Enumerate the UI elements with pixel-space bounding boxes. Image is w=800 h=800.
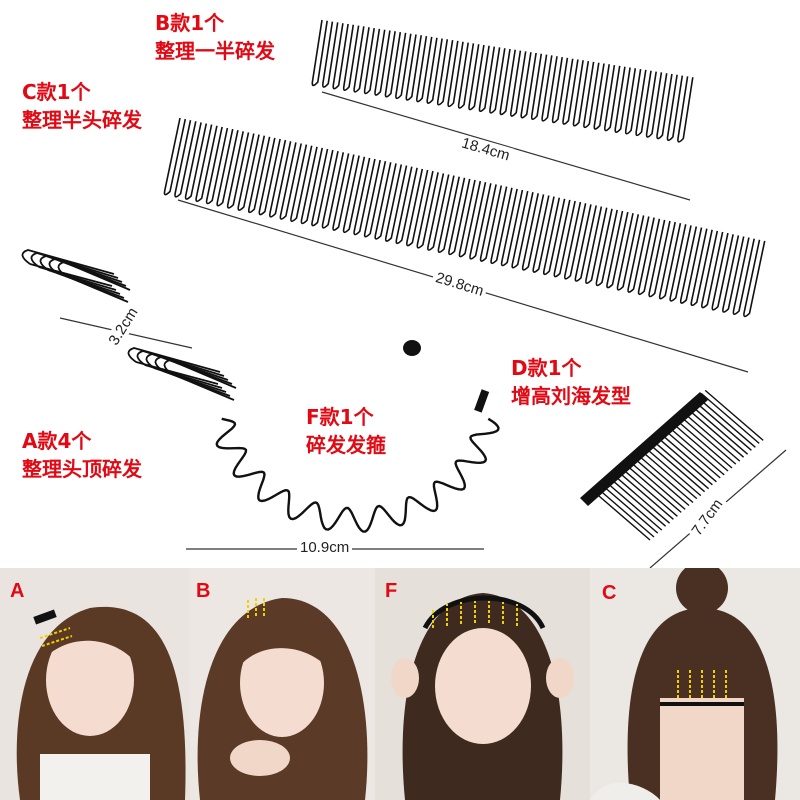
d-description: 增高刘海发型 <box>511 384 631 408</box>
f-title: F款1个 <box>306 405 374 429</box>
d-side-comb-icon <box>580 389 764 541</box>
photo-a-letter: A <box>10 580 25 602</box>
f-description: 碎发发箍 <box>306 433 386 457</box>
photo-b-letter: B <box>196 580 211 602</box>
b-title: B款1个 <box>155 11 225 35</box>
product-illustration <box>21 19 787 568</box>
photo-c-letter: C <box>602 582 617 604</box>
b-description: 整理一半碎发 <box>155 39 275 63</box>
photo-f: F <box>375 568 590 800</box>
a-description: 整理头顶碎发 <box>22 457 142 481</box>
b-hair-comb-icon <box>311 19 694 143</box>
f-wave-headband-icon <box>215 340 500 533</box>
c-description: 整理半头碎发 <box>22 108 142 132</box>
photo-f-letter: F <box>385 580 398 602</box>
c-title: C款1个 <box>22 80 91 104</box>
a-hair-clip-icon <box>21 249 237 401</box>
a-title: A款4个 <box>22 429 92 453</box>
photo-a: A <box>0 568 190 800</box>
photo-c: C <box>590 568 800 800</box>
photo-b: B <box>190 568 375 800</box>
d-title: D款1个 <box>511 356 582 380</box>
f-length-label: 10.9cm <box>297 539 353 556</box>
c-hair-comb-icon <box>163 117 766 318</box>
